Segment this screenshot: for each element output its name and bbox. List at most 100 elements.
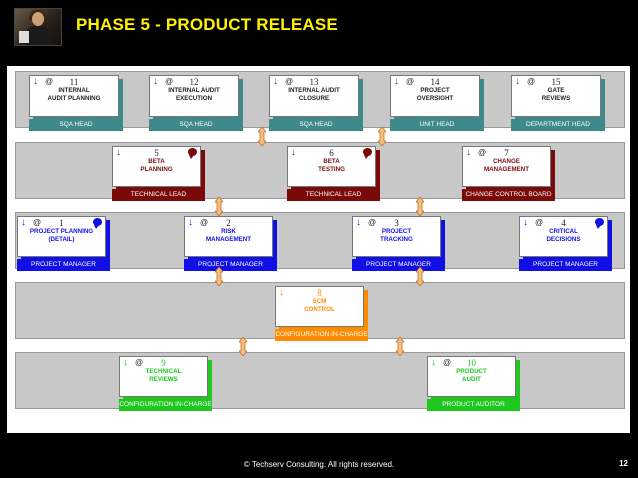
at-icon: @	[478, 148, 487, 157]
step-number: 5	[154, 148, 159, 158]
down-arrow-icon: ↓	[188, 217, 193, 228]
double-arrow-connector	[215, 267, 223, 286]
double-arrow-connector	[378, 127, 386, 146]
at-icon: @	[200, 218, 209, 227]
at-icon: @	[165, 77, 174, 86]
at-icon: @	[368, 218, 377, 227]
step-number: 11	[69, 77, 79, 87]
speech-bubble-icon	[595, 218, 604, 229]
double-arrow-connector	[215, 197, 223, 216]
step-number: 14	[430, 77, 440, 87]
at-icon: @	[535, 218, 544, 227]
at-icon: @	[527, 77, 536, 86]
at-icon: @	[45, 77, 54, 86]
at-icon: @	[135, 358, 144, 367]
step-number: 6	[329, 148, 334, 158]
step-owner-label: PROJECT MANAGER	[352, 259, 445, 271]
down-arrow-icon: ↓	[466, 147, 471, 158]
step-owner-label: TECHNICAL LEAD	[287, 189, 380, 201]
at-icon: @	[33, 218, 42, 227]
slide-title: PHASE 5 - PRODUCT RELEASE	[76, 15, 338, 34]
speech-bubble-icon	[93, 218, 102, 229]
step-owner-label: SQA HEAD	[149, 119, 243, 131]
down-arrow-icon: ↓	[291, 147, 296, 158]
down-arrow-icon: ↓	[153, 76, 158, 87]
double-arrow-connector	[416, 267, 424, 286]
step-owner-label: TECHNICAL LEAD	[112, 189, 205, 201]
step-number: 1	[59, 218, 64, 228]
step-owner-label: PROJECT MANAGER	[17, 259, 110, 271]
step-owner-label: PRODUCT AUDITOR	[427, 399, 520, 411]
step-number: 3	[394, 218, 399, 228]
step-label: PROJECT PLANNING(DETAIL)	[29, 228, 94, 243]
down-arrow-icon: ↓	[356, 217, 361, 228]
step-number: 8	[317, 288, 322, 298]
step-owner-label: CONFIGURATION IN-CHARGE	[275, 329, 368, 341]
at-icon: @	[443, 358, 452, 367]
step-number: 4	[561, 218, 566, 228]
step-number: 12	[189, 77, 199, 87]
down-arrow-icon: ↓	[523, 217, 528, 228]
step-owner-label: PROJECT MANAGER	[184, 259, 277, 271]
down-arrow-icon: ↓	[116, 147, 121, 158]
step-owner-label: SQA HEAD	[29, 119, 123, 131]
step-number: 2	[226, 218, 231, 228]
step-owner-label: SQA HEAD	[269, 119, 363, 131]
down-arrow-icon: ↓	[123, 357, 128, 368]
down-arrow-icon: ↓	[21, 217, 26, 228]
presenter-photo	[14, 8, 62, 46]
double-arrow-connector	[416, 197, 424, 216]
speech-bubble-icon	[363, 148, 372, 159]
double-arrow-connector	[396, 337, 404, 356]
step-owner-label: UNIT HEAD	[390, 119, 484, 131]
at-icon: @	[285, 77, 294, 86]
down-arrow-icon: ↓	[279, 287, 284, 298]
band-reviews	[15, 352, 625, 409]
step-owner-label: CONFIGURATION IN-CHARGE	[119, 399, 212, 411]
step-number: 10	[467, 358, 476, 368]
double-arrow-connector	[239, 337, 247, 356]
down-arrow-icon: ↓	[33, 76, 38, 87]
step-number: 15	[551, 77, 561, 87]
step-number: 9	[161, 358, 166, 368]
step-owner-label: CHANGE CONTROL BOARD	[462, 189, 555, 201]
down-arrow-icon: ↓	[431, 357, 436, 368]
step-number: 7	[504, 148, 509, 158]
step-number: 13	[309, 77, 319, 87]
page-number: 12	[619, 459, 628, 468]
speech-bubble-icon	[188, 148, 197, 159]
down-arrow-icon: ↓	[394, 76, 399, 87]
down-arrow-icon: ↓	[273, 76, 278, 87]
at-icon: @	[406, 77, 415, 86]
